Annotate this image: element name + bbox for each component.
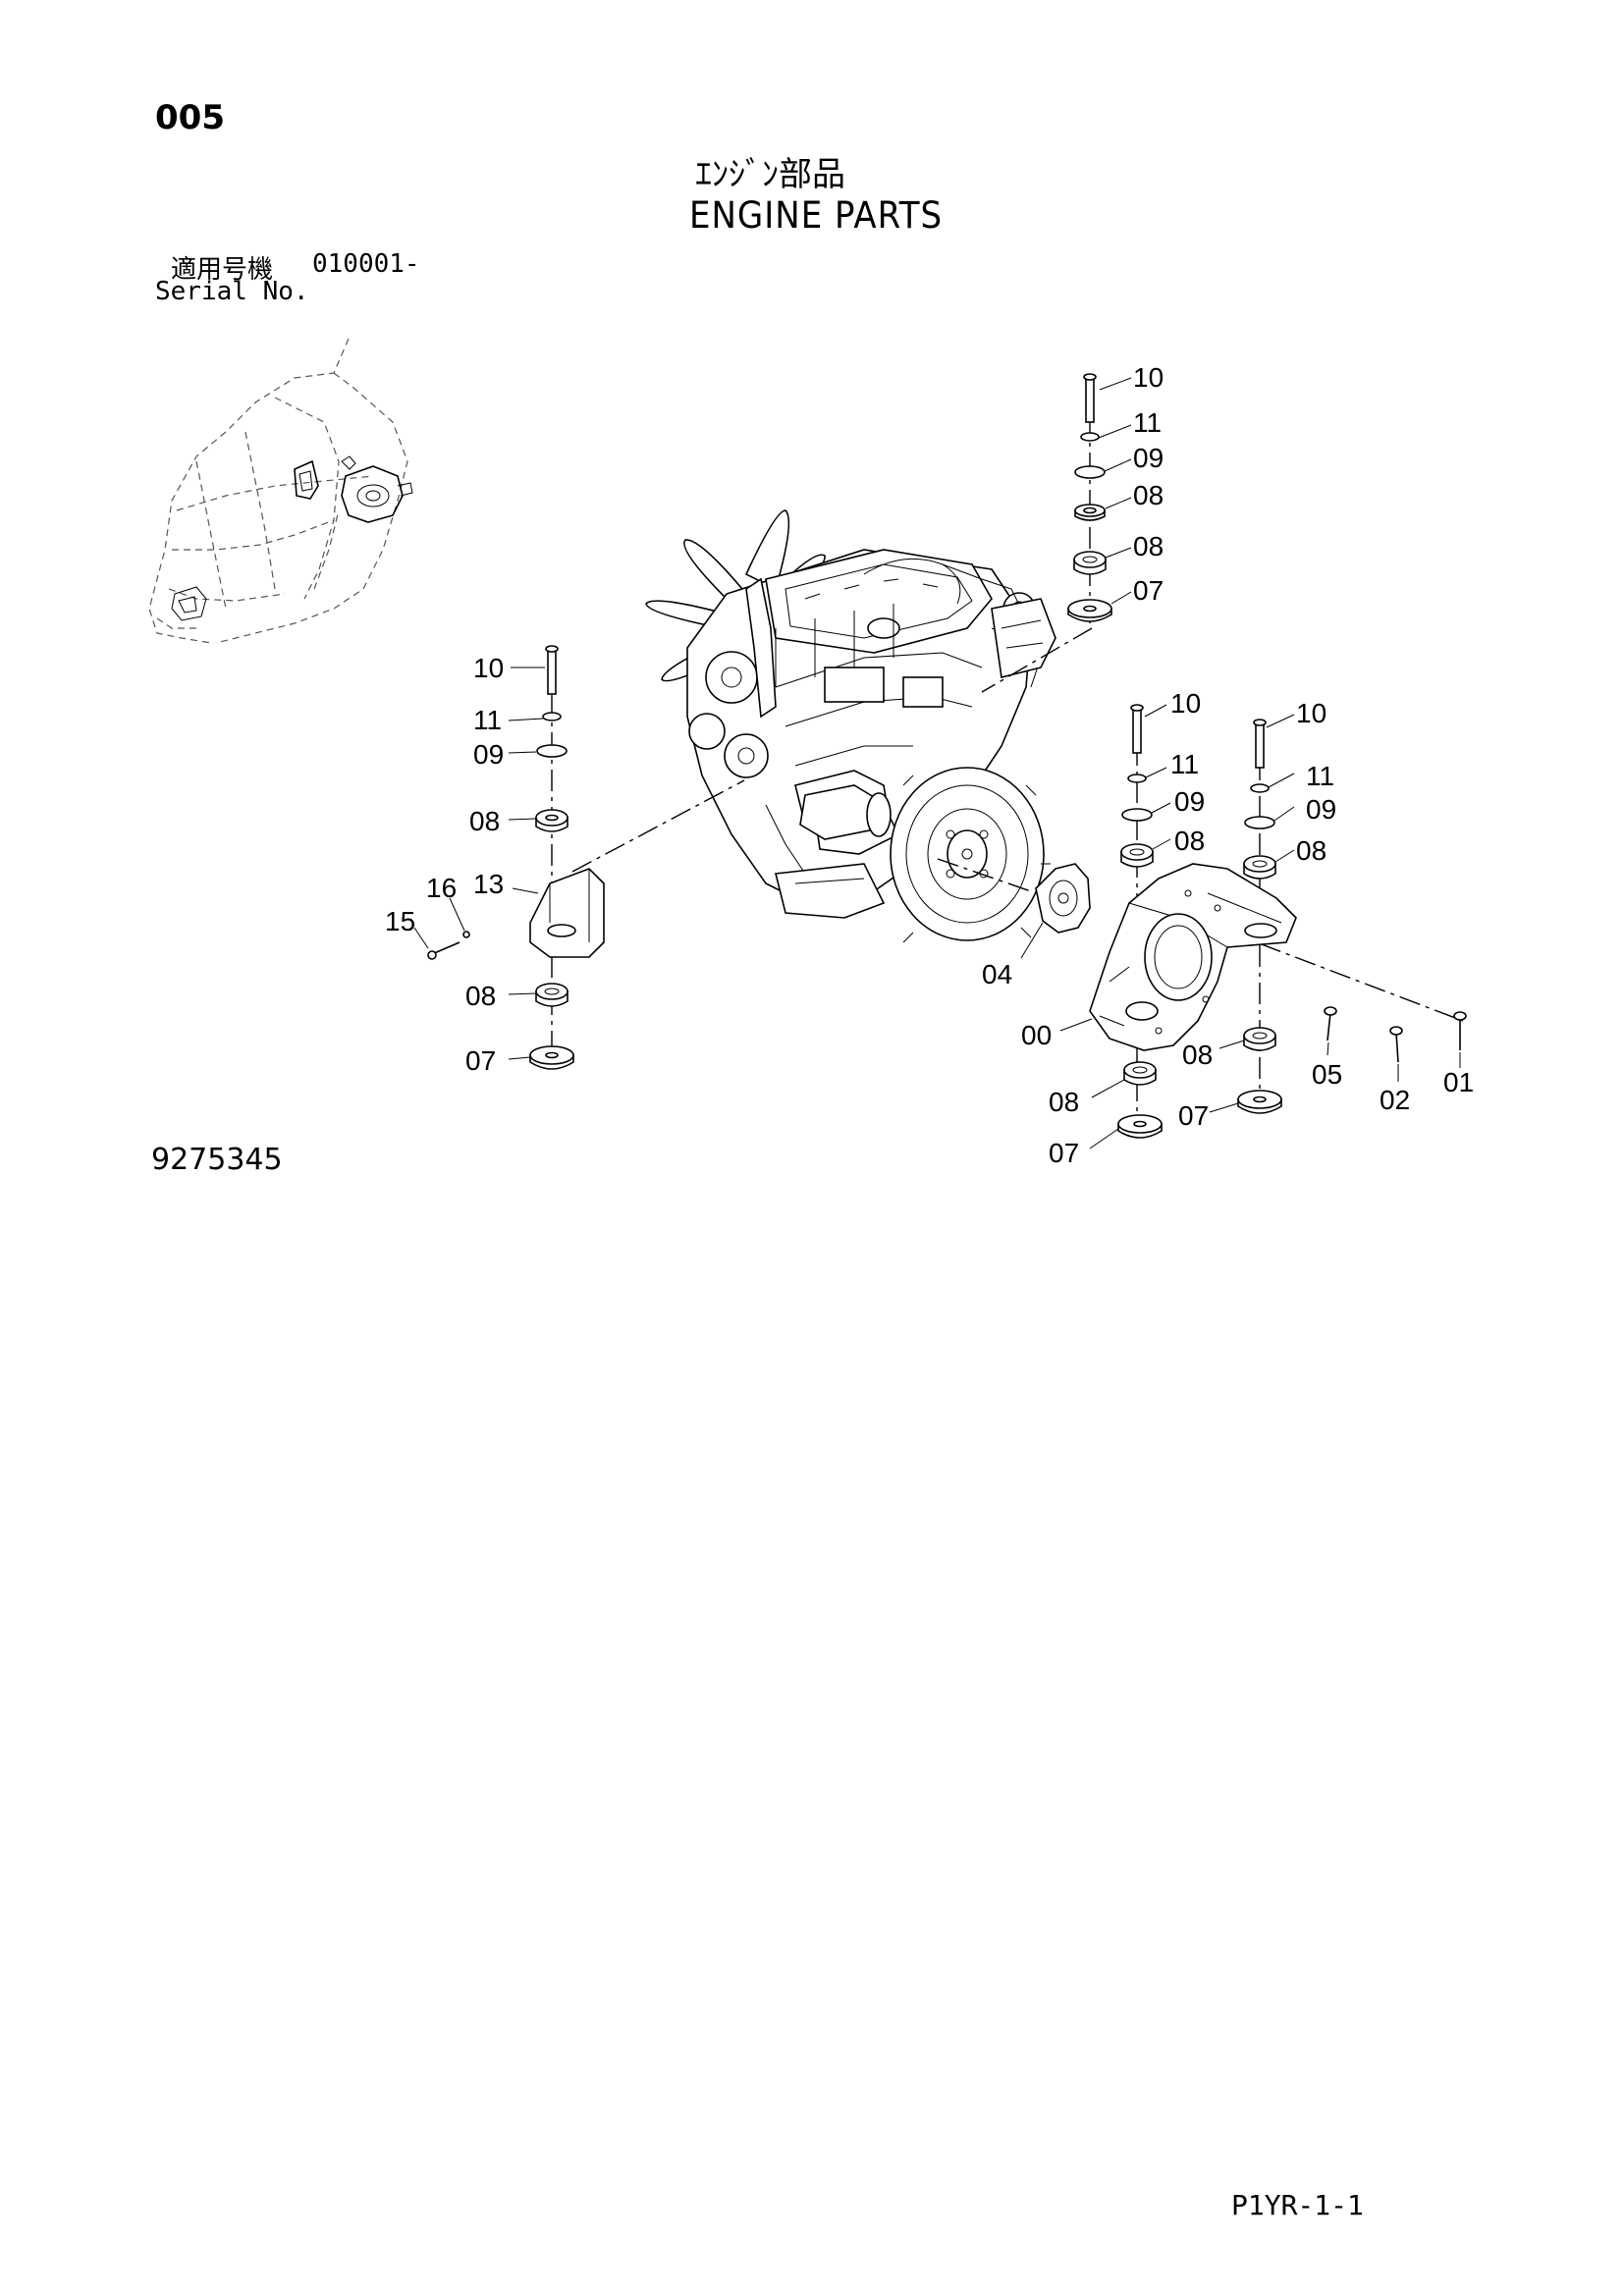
callout-label: 13 [473,869,504,899]
mount-stack-middle-right [1120,704,1154,868]
engine-assembly [645,509,1056,943]
mount-stack-far-right [1243,719,1276,880]
bolts-right [1324,1006,1467,1063]
callout-label: 11 [473,705,502,735]
callout-label: 07 [1178,1100,1209,1131]
callout-label: 08 [465,981,496,1011]
drawing-number: 9275345 [151,1143,283,1177]
callout-label: 08 [1296,835,1326,866]
leader-lines [413,377,1461,1149]
callout-label: 10 [1170,688,1201,719]
callout-label: 05 [1312,1059,1342,1090]
callout-label: 00 [1021,1020,1052,1050]
callout-label: 09 [1174,786,1205,817]
mount-stack-left [427,645,605,1070]
serial-range: 010001- [312,249,420,279]
callout-label: 08 [1133,531,1164,561]
callout-label: 10 [473,653,504,683]
serial-label: Serial No. [155,277,309,306]
page-number: 005 [155,98,225,137]
callout-label: 11 [1306,761,1334,791]
callout-label: 09 [1306,794,1336,825]
callout-label: 02 [1380,1085,1410,1115]
page-title: ENGINE PARTS [689,194,944,238]
callout-label: 09 [1133,443,1164,473]
callout-label: 01 [1443,1067,1474,1097]
callout-label: 16 [426,873,457,903]
coupling-part [1035,863,1091,934]
callout-label: 08 [469,806,500,836]
mount-stack-top-right [1067,373,1112,622]
callout-labels: 10 11 09 08 08 07 10 11 09 08 13 16 15 0… [385,362,1474,1168]
housing-bracket [1089,863,1297,1051]
callout-label: 08 [1049,1087,1079,1117]
callout-label: 09 [473,739,504,770]
page-title-japanese: ｴﾝｼﾞﾝ部品 [695,155,845,194]
page-code: P1YR-1-1 [1231,2189,1364,2221]
callout-label: 11 [1133,407,1162,438]
callout-label: 08 [1174,826,1205,856]
mount-stack-bottom [1117,1027,1282,1139]
serial-label-japanese: 適用号機 [171,255,274,285]
callout-label: 15 [385,906,415,936]
callout-label: 07 [465,1045,496,1076]
callout-label: 10 [1133,362,1164,393]
callout-label: 08 [1133,480,1164,510]
machine-locator-sketch [148,338,413,644]
callout-label: 10 [1296,698,1326,728]
callout-label: 08 [1182,1040,1213,1070]
callout-label: 11 [1170,749,1199,779]
callout-label: 07 [1133,575,1164,606]
callout-label: 04 [982,959,1012,989]
callout-label: 07 [1049,1138,1079,1168]
